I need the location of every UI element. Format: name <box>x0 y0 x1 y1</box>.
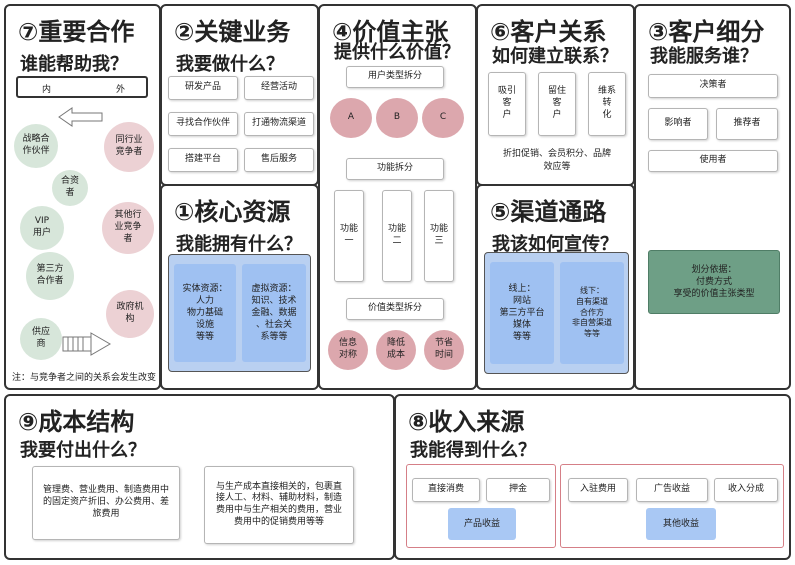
resource-physical: 实体资源： 人力 物力基础 设施 等等 <box>174 264 236 362</box>
activity-find-partners: 寻找合作伙伴 <box>168 112 238 136</box>
partner-supplier: 供应 商 <box>20 318 62 360</box>
activity-logistics: 打通物流渠道 <box>244 112 314 136</box>
panel-subtitle: 我该如何宣传？ <box>492 234 618 255</box>
key-partners-panel: ⑦重要合作 谁能帮助我？ 内 外 战略合 作伙伴 合资 者 VIP 用户 第三方… <box>4 4 161 390</box>
cost-variable: 与生产成本直接相关的，包裹直 接人工、材料、辅助材料，制造 费用中与生产相关的费… <box>204 466 354 544</box>
activity-rnd: 研发产品 <box>168 76 238 100</box>
user-type-a: A <box>330 98 372 138</box>
channel-online: 线上： 网站 第三方平台 媒体 等等 <box>490 262 554 364</box>
panel-title: ⑨成本结构 <box>18 408 135 436</box>
partner-strategic: 战略合 作伙伴 <box>14 124 58 168</box>
segment-recommender: 推荐者 <box>716 108 778 140</box>
panel-title: ⑧收入来源 <box>408 408 525 436</box>
function-two: 功能 二 <box>382 190 412 282</box>
panel-title: ⑥客户关系 <box>490 18 607 46</box>
inner-label: 内 <box>42 85 52 95</box>
panel-subtitle: 我能拥有什么？ <box>176 234 302 255</box>
panel-title: ③客户细分 <box>648 18 765 46</box>
user-type-split: 用户类型拆分 <box>346 66 444 88</box>
right-arrow-icon <box>62 332 111 356</box>
relationship-methods: 折扣促销、会员积分、品牌 效应等 <box>502 149 611 172</box>
key-activities-panel: ②关键业务 我要做什么？ 研发产品 经营活动 寻找合作伙伴 打通物流渠道 搭建平… <box>160 4 319 186</box>
panel-subtitle: 我要付出什么？ <box>20 440 146 461</box>
step-retain: 留住 客 户 <box>538 72 576 136</box>
panel-title: ④价值主张 <box>332 18 449 46</box>
panel-subtitle: 我能服务谁？ <box>650 46 758 67</box>
segment-decision-maker: 决策者 <box>648 74 778 98</box>
government-agency: 政府机 构 <box>106 290 154 338</box>
key-resources-panel: ①核心资源 我能拥有什么？ 实体资源： 人力 物力基础 设施 等等 虚拟资源： … <box>160 184 319 390</box>
panel-title: ⑦重要合作 <box>18 18 135 46</box>
inner-outer-bar: 内 外 <box>16 76 148 98</box>
function-split: 功能拆分 <box>346 158 444 180</box>
value-save-time: 节省 时间 <box>424 330 464 370</box>
channels-panel: ⑤渠道通路 我该如何宣传？ 线上： 网站 第三方平台 媒体 等等 线下： 自有渠… <box>476 184 635 390</box>
channel-offline: 线下： 自有渠道 合作方 非自营渠道 等等 <box>560 262 624 364</box>
panel-subtitle: 我要做什么？ <box>176 54 284 75</box>
step-convert: 维系 转 化 <box>588 72 626 136</box>
function-three: 功能 三 <box>424 190 454 282</box>
other-revenue: 其他收益 <box>646 508 716 540</box>
resource-virtual: 虚拟资源： 知识、技术 金融、数据 、社会关 系等等 <box>242 264 306 362</box>
user-type-c: C <box>422 98 464 138</box>
cost-structure-panel: ⑨成本结构 我要付出什么？ 管理费、营业费用、制造费用中 的固定资产折旧、办公费… <box>4 394 395 560</box>
activity-platform: 搭建平台 <box>168 148 238 172</box>
revenue-streams-panel: ⑧收入来源 我能得到什么？ 直接消费 押金 产品收益 入驻费用 广告收益 收入分… <box>394 394 791 560</box>
revenue-advertising: 广告收益 <box>636 478 708 502</box>
customer-relationships-panel: ⑥客户关系 如何建立联系？ 吸引 客 户 留住 客 户 维系 转 化 折扣促销、… <box>476 4 635 186</box>
cost-fixed: 管理费、营业费用、制造费用中 的固定资产折旧、办公费用、差 旅费用 <box>32 466 180 540</box>
panel-title: ①核心资源 <box>174 198 291 226</box>
panel-title: ②关键业务 <box>174 18 291 46</box>
value-type-split: 价值类型拆分 <box>346 298 444 320</box>
product-revenue-group <box>406 464 556 548</box>
outer-label: 外 <box>116 85 126 95</box>
panel-subtitle: 谁能帮助我？ <box>20 54 128 75</box>
partner-third-party: 第三方 合作者 <box>26 252 74 300</box>
segment-basis: 划分依据： 付费方式 享受的价值主张类型 <box>648 250 780 314</box>
revenue-share: 收入分成 <box>714 478 778 502</box>
panel-subtitle: 如何建立联系？ <box>492 46 618 67</box>
activity-after-sales: 售后服务 <box>244 148 314 172</box>
user-type-b: B <box>376 98 418 138</box>
value-reduce-cost: 降低 成本 <box>376 330 416 370</box>
segment-user: 使用者 <box>648 150 778 172</box>
revenue-deposit: 押金 <box>486 478 550 502</box>
segment-influencer: 影响者 <box>648 108 708 140</box>
revenue-entry-fee: 入驻费用 <box>568 478 628 502</box>
function-one: 功能 一 <box>334 190 364 282</box>
partner-joint-venture: 合资 者 <box>52 170 88 206</box>
panel-subtitle: 提供什么价值？ <box>334 42 460 63</box>
value-proposition-panel: ④价值主张 提供什么价值？ 用户类型拆分 A B C 功能拆分 功能 一 功能 … <box>318 4 477 390</box>
partners-note: 注：与竞争者之间的关系会发生改变 <box>12 373 157 383</box>
activity-operations: 经营活动 <box>244 76 314 100</box>
revenue-direct-purchase: 直接消费 <box>412 478 480 502</box>
other-revenue-group <box>560 464 784 548</box>
competitor-same-industry: 同行业 竞争者 <box>104 122 154 172</box>
competitor-other-industry: 其他行 业竞争 者 <box>102 202 154 254</box>
panel-subtitle: 我能得到什么？ <box>410 440 536 461</box>
left-arrow-icon <box>58 107 103 127</box>
panel-title: ⑤渠道通路 <box>490 198 607 226</box>
partner-vip-user: VIP 用户 <box>20 206 64 250</box>
customer-segments-panel: ③客户细分 我能服务谁？ 决策者 影响者 推荐者 使用者 划分依据： 付费方式 … <box>634 4 791 390</box>
value-info-symmetry: 信息 对称 <box>328 330 368 370</box>
step-attract: 吸引 客 户 <box>488 72 526 136</box>
product-revenue: 产品收益 <box>448 508 516 540</box>
